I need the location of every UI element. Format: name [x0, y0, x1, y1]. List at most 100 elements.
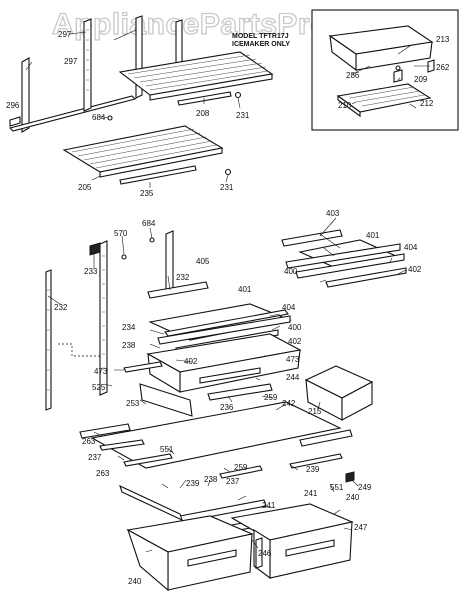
label-551b: 551: [330, 483, 344, 492]
label-286: 286: [346, 71, 360, 80]
shelf-frame-402-right: [325, 267, 407, 288]
ice-tray-ribs: [349, 86, 425, 107]
frame-rail-right: [299, 429, 353, 447]
crisper-left-handle: [187, 549, 237, 567]
label-473a: 473: [286, 355, 300, 364]
rail-259: [207, 383, 273, 401]
label-208: 208: [196, 109, 210, 118]
bin-215-side: [341, 381, 373, 421]
icemaker-inset: MODEL TFTR17J ICEMAKER ONLY: [232, 9, 459, 131]
screw-570: [121, 254, 127, 260]
wire-shelf-lower-front: [99, 147, 223, 178]
label-237b: 237: [226, 477, 240, 486]
label-296: 296: [6, 101, 20, 110]
label-240b: 240: [128, 577, 142, 586]
label-239b: 239: [186, 479, 200, 488]
label-253: 253: [126, 399, 140, 408]
label-205: 205: [78, 183, 92, 192]
part-209: [393, 69, 403, 83]
rail-232-center: [165, 230, 174, 294]
label-234: 234: [122, 323, 136, 332]
label-212: 212: [420, 99, 434, 108]
ice-bin-side: [329, 34, 357, 72]
leader-lines: [25, 29, 430, 553]
fresh-food-assembly: [45, 229, 407, 592]
label-241a: 241: [262, 501, 276, 510]
shelf-frame-404-right: [285, 243, 401, 269]
rail-232-slots: [47, 289, 50, 391]
screw-684-center: [149, 237, 155, 243]
freezer-shelf-assembly: [8, 15, 274, 185]
pan-rail-236: [139, 383, 193, 417]
label-570: 570: [114, 229, 128, 238]
label-242: 242: [282, 399, 296, 408]
label-241b: 241: [304, 489, 318, 498]
shelf-trim-403: [281, 229, 343, 247]
crisper-left-side: [127, 528, 169, 592]
shelf-frame-400-right: [295, 253, 405, 279]
label-297a: 297: [58, 30, 72, 39]
cover-trim-263: [79, 423, 131, 439]
rail-232-left: [45, 269, 52, 411]
rail-297-inner: [83, 18, 92, 112]
label-249: 249: [358, 483, 372, 492]
inset-title-line1: MODEL TFTR17J: [232, 33, 289, 40]
label-400b: 400: [284, 267, 298, 276]
inset-title-line2: ICEMAKER ONLY: [232, 41, 290, 48]
label-525: 525: [92, 383, 106, 392]
leaders: [25, 29, 430, 553]
label-402c: 402: [184, 357, 198, 366]
label-684a: 684: [92, 113, 106, 122]
label-236: 236: [220, 403, 234, 412]
label-238: 238: [122, 341, 136, 350]
label-262: 262: [436, 63, 450, 72]
label-405: 405: [196, 257, 210, 266]
label-238b: 238: [204, 475, 218, 484]
part-249: [345, 471, 355, 483]
label-239a: 239: [306, 465, 320, 474]
label-473b: 473: [94, 367, 108, 376]
part-209-knob: [395, 65, 401, 71]
frame-rail-239b: [289, 453, 343, 469]
wire-shelf-lower-wires: [71, 128, 217, 169]
label-400a: 400: [288, 323, 302, 332]
rail-slots: [86, 29, 89, 91]
part-262: [427, 59, 435, 73]
rail-525: [99, 240, 108, 396]
label-402b: 402: [408, 265, 422, 274]
label-401b: 401: [366, 231, 380, 240]
dashed-guide: [58, 343, 100, 357]
ice-tray-side: [337, 94, 361, 118]
wire-shelf-upper-wires: [127, 54, 269, 91]
drawer-guide-left: [119, 484, 183, 522]
shelf-trim-235: [119, 165, 197, 185]
crisper-cover-242: [90, 401, 342, 469]
label-232b: 232: [54, 303, 68, 312]
shelf-frame-400: [157, 315, 291, 345]
screw-684: [107, 115, 113, 121]
rail-525-slots: [102, 255, 105, 369]
part-labels: 297 297 296 684 208 231 205 235 231 213 …: [6, 30, 450, 586]
label-247: 247: [354, 523, 368, 532]
label-684b: 684: [142, 219, 156, 228]
crisper-right-handle: [285, 539, 335, 557]
label-401a: 401: [238, 285, 252, 294]
shelf-trim-405: [147, 281, 209, 299]
clip-231-upper: [234, 91, 242, 99]
label-237a: 237: [88, 453, 102, 462]
end-cap: [9, 116, 21, 127]
label-209: 209: [414, 75, 428, 84]
label-404a: 404: [282, 303, 296, 312]
label-404b: 404: [404, 243, 418, 252]
label-231b: 231: [220, 183, 234, 192]
wire-shelf-upper-front: [149, 73, 273, 101]
bracket-233: [89, 242, 101, 256]
label-232a: 232: [176, 273, 190, 282]
label-259b: 259: [234, 463, 248, 472]
shelf-trim-208: [177, 91, 232, 106]
pan-slide-473: [123, 361, 163, 373]
label-551a: 551: [160, 445, 174, 454]
label-215: 215: [308, 407, 322, 416]
